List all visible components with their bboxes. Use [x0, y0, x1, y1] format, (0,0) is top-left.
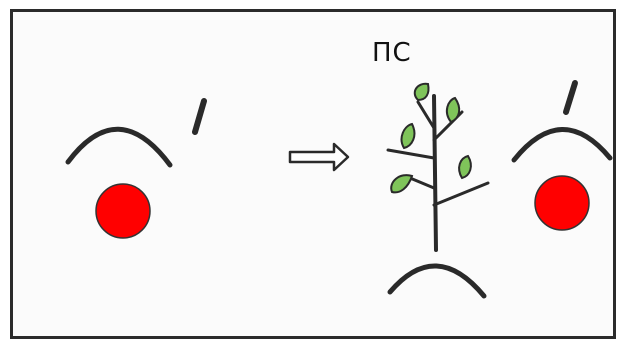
left-red-circle: [95, 183, 151, 239]
diagram-frame: [10, 9, 616, 339]
right-arrow-icon: [288, 142, 350, 172]
middle-arc: [387, 263, 487, 299]
right-arc: [511, 127, 613, 163]
left-arc: [65, 126, 173, 168]
right-red-circle: [534, 175, 590, 231]
right-stroke: [563, 80, 578, 115]
left-stroke: [192, 98, 207, 135]
plant-icon: [386, 82, 490, 252]
label-ps: ПС: [372, 38, 412, 68]
